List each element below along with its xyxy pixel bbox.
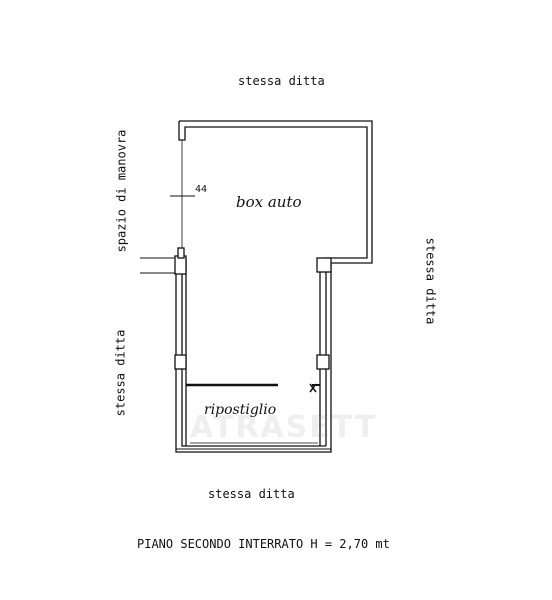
column: [174, 354, 187, 370]
wall-left: [181, 258, 326, 447]
column: [316, 354, 330, 370]
label-left-lower: stessa ditta: [113, 329, 128, 417]
label-top: stessa ditta: [238, 74, 325, 88]
label-bottom: stessa ditta: [208, 487, 295, 501]
column: [174, 255, 187, 275]
room-ripostiglio: ripostiglio: [204, 402, 277, 418]
room-box-auto: box auto: [236, 193, 302, 211]
column: [316, 257, 332, 273]
wall-outer: [178, 121, 368, 446]
floor-caption: PIANO SECONDO INTERRATO H = 2,70 mt: [137, 537, 390, 551]
column: [177, 247, 185, 259]
watermark: ATRASETT: [190, 410, 378, 445]
dimension-label: 44: [195, 184, 208, 195]
label-right: stessa ditta: [423, 237, 438, 325]
label-left-upper: spazio di manovra: [114, 129, 129, 253]
